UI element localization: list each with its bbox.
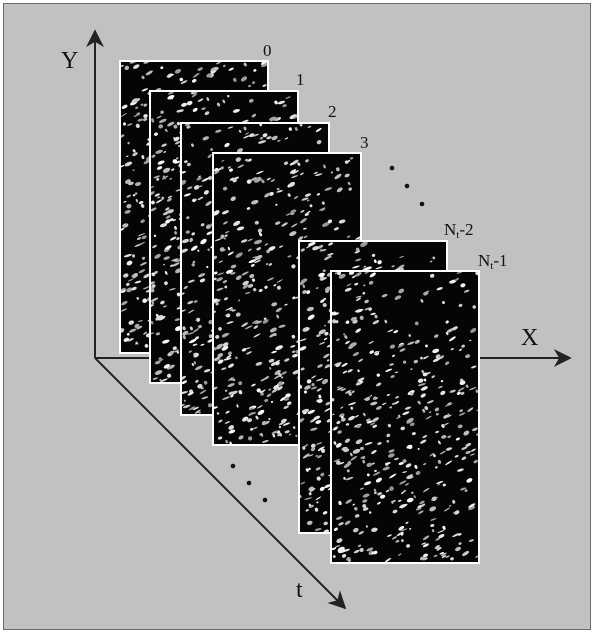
x-axis-label: X <box>521 325 539 351</box>
ellipsis-dot <box>262 497 268 503</box>
ellipsis-dot <box>230 463 236 469</box>
t-axis-label: t <box>296 577 303 603</box>
ellipsis-dot <box>404 183 410 189</box>
diagram-canvas: Y X t 0 1 2 3 Nt-2 Nt-1 <box>3 3 591 630</box>
y-axis-label: Y <box>61 48 79 74</box>
frame-label-0: 0 <box>263 41 272 60</box>
t-axis <box>94 357 347 610</box>
frame-label-1: 1 <box>296 70 305 89</box>
frame-label-n-1: Nt-1 <box>478 251 508 272</box>
frame-label-3: 3 <box>360 133 369 152</box>
ellipsis-dot <box>419 201 425 207</box>
frame-label-2: 2 <box>328 102 337 121</box>
frame-label-n-2: Nt-2 <box>444 220 474 241</box>
frame-image <box>332 272 478 562</box>
ellipsis-dot <box>246 480 252 486</box>
image-frame-n-1 <box>330 270 480 564</box>
ellipsis-dot <box>389 165 395 171</box>
